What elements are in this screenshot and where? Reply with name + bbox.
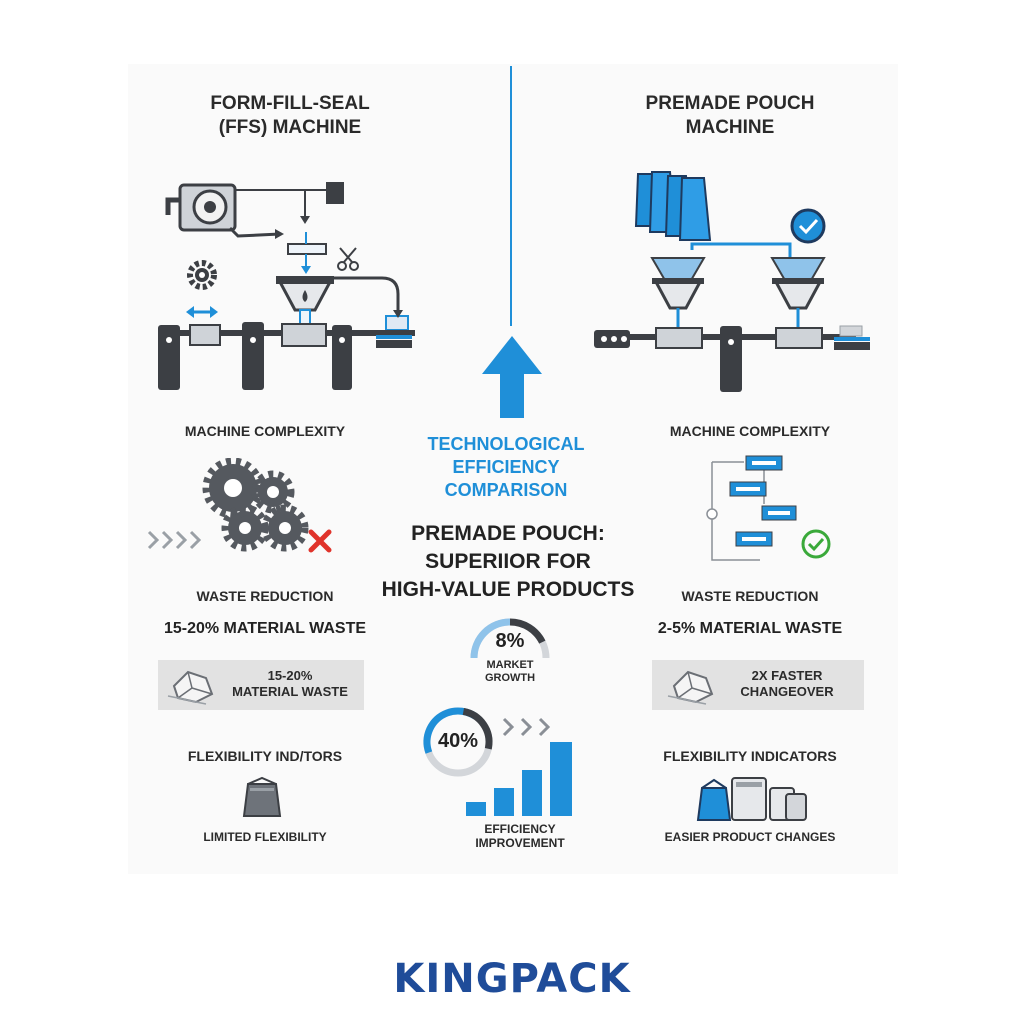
ffs-title: FORM-FILL-SEAL (FFS) MACHINE: [210, 93, 370, 138]
single-pouch-icon: [242, 776, 282, 817]
ffs-waste-box: 15-20% MATERIAL WASTE: [158, 660, 364, 710]
ffs-machine-illustration: [158, 182, 415, 390]
progress-chevrons-icon: [502, 717, 551, 737]
premade-flowchart-icon: [706, 455, 831, 561]
premade-waste-label: WASTE REDUCTION: [681, 588, 819, 604]
ffs-complexity-label: MACHINE COMPLEXITY: [184, 423, 346, 439]
multiple-pouches-icon: [696, 777, 807, 821]
premade-changeover-box: 2X FASTER CHANGEOVER: [652, 660, 864, 710]
comparison-title: TECHNOLOGICAL EFFICIENCY COMPARISON: [427, 434, 585, 500]
crumpled-film-icon: [167, 670, 214, 705]
center-divider: [510, 66, 512, 326]
efficiency-bar-chart: [466, 742, 572, 816]
premade-title: PREMADE POUCH MACHINE: [645, 93, 815, 138]
premade-waste-value: 2-5% MATERIAL WASTE: [657, 620, 843, 637]
market-growth-gauge: [470, 618, 550, 659]
ffs-flex-caption: LIMITED FLEXIBILITY: [203, 830, 327, 844]
kingpack-logo: KINGPACK: [393, 956, 631, 1002]
ffs-waste-value: 15-20% MATERIAL WASTE: [163, 620, 367, 637]
ffs-flex-label: FLEXIBILITY IND/TORS: [187, 748, 343, 764]
premade-complexity-label: MACHINE COMPLEXITY: [669, 423, 831, 439]
efficiency-ring: [423, 707, 493, 777]
up-arrow-icon: [482, 336, 542, 418]
premade-machine-illustration: [594, 171, 870, 392]
efficiency-value: 40%: [437, 730, 479, 752]
market-growth-label: MARKET GROWTH: [484, 659, 536, 684]
ffs-waste-box-text: 15-20% MATERIAL WASTE: [232, 668, 348, 699]
crumpled-film-icon-right: [667, 670, 714, 705]
market-growth-value: 8%: [495, 630, 525, 652]
headline: PREMADE POUCH: SUPERIIOR FOR HIGH-VALUE …: [381, 522, 635, 601]
premade-flex-label: FLEXIBILITY INDICATORS: [663, 748, 837, 764]
premade-flex-caption: EASIER PRODUCT CHANGES: [664, 830, 836, 844]
efficiency-label: EFFICIENCY IMPROVEMENT: [475, 822, 565, 850]
ffs-complexity-gears-icon: [147, 458, 332, 553]
premade-changeover-text: 2X FASTER CHANGEOVER: [740, 668, 834, 699]
ffs-waste-label: WASTE REDUCTION: [196, 588, 334, 604]
